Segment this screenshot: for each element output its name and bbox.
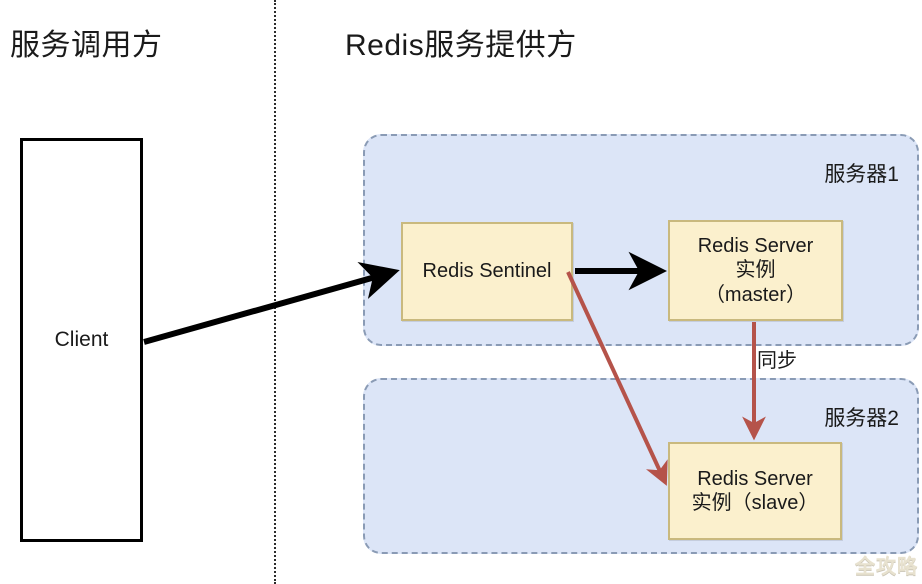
redis-sentinel-label: Redis Sentinel: [422, 260, 552, 283]
section-title-caller: 服务调用方: [10, 29, 163, 62]
redis-slave-label-line1: Redis Server: [697, 467, 813, 490]
redis-slave-node: Redis Server 实例（slave）: [668, 442, 842, 540]
client-label: Client: [54, 328, 109, 351]
redis-master-label-line1: Redis Server: [697, 234, 814, 257]
vertical-dotted-divider: [274, 0, 276, 584]
redis-master-label-line3: （master）: [704, 283, 807, 306]
redis-master-label-line2: 实例: [735, 259, 776, 282]
redis-slave-label-line2: 实例（slave）: [691, 492, 819, 514]
sync-edge-label: 同步: [757, 350, 797, 372]
watermark: 全攻略: [855, 556, 918, 578]
redis-sentinel-node: Redis Sentinel: [401, 222, 573, 321]
arrow-client-to-sentinel: [143, 261, 400, 345]
server1-caption: 服务器1: [824, 163, 899, 186]
client-box: Client: [20, 138, 143, 542]
server2-caption: 服务器2: [824, 407, 899, 430]
section-title-redis-provider: Redis服务提供方: [345, 29, 577, 62]
redis-master-node: Redis Server 实例 （master）: [668, 220, 843, 321]
